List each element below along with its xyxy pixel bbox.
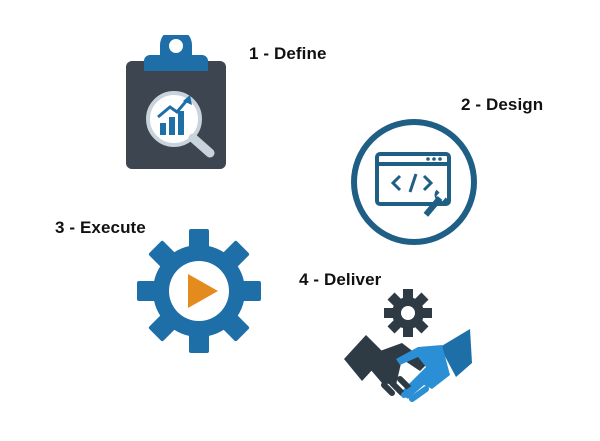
gear-play-icon — [137, 229, 261, 353]
handshake-gear-icon — [344, 289, 472, 402]
step-2-label: 2 - Design — [461, 95, 544, 114]
step-3-label: 3 - Execute — [55, 218, 146, 237]
code-window-wrench-icon — [351, 119, 477, 245]
step-4-label: 4 - Deliver — [299, 270, 382, 289]
step-1-label: 1 - Define — [249, 44, 327, 63]
clipboard-analytics-icon — [126, 35, 226, 169]
